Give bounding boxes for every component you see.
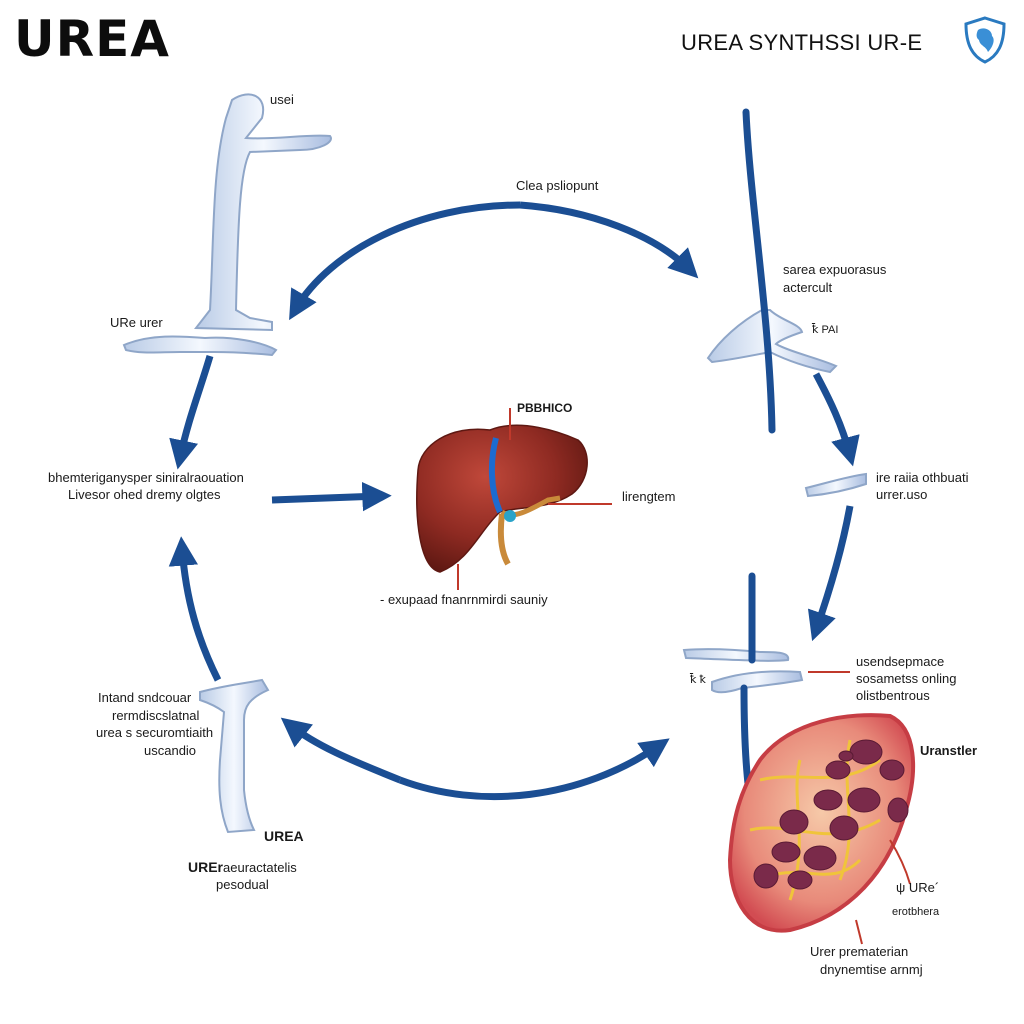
label-left-mid-1: bhemteriganysper siniralraouation bbox=[48, 470, 244, 485]
arrow-bottom-right bbox=[398, 738, 670, 801]
label-right-small-top: ꝁ̄ PAI bbox=[812, 324, 839, 336]
label-right-top-1: sarea expuorasus bbox=[783, 262, 887, 277]
label-left-mid-2: Livesor ohed dremy olgtes bbox=[68, 487, 221, 502]
pointer-lines bbox=[457, 408, 911, 945]
arrow-right-down bbox=[812, 372, 860, 467]
kidney-lobes bbox=[753, 739, 909, 890]
tube-right-lower bbox=[682, 648, 804, 694]
tube-right-mid bbox=[804, 472, 867, 498]
arrow-right-lower-down bbox=[807, 505, 854, 642]
arrow-left-up bbox=[168, 536, 222, 682]
label-right-small-lower: ꝁ̄ ꝁ bbox=[690, 674, 706, 686]
label-right-mid-2: urrer.uso bbox=[876, 487, 928, 502]
label-kidney-side-1: ψ URe´ bbox=[896, 880, 940, 895]
label-left-lower-1: Intand sndcouar bbox=[98, 690, 192, 705]
arrow-to-liver bbox=[271, 481, 392, 512]
blue-lines bbox=[740, 108, 776, 816]
label-bottom-left-2: pesodual bbox=[216, 877, 269, 892]
label-right-lower-3: olistbentrous bbox=[856, 688, 930, 703]
label-kidney: Uranstler bbox=[920, 743, 978, 758]
page-title: UREA bbox=[14, 10, 170, 68]
label-right-lower-2: sosametss onling bbox=[856, 671, 957, 686]
header-subtitle: UREA SYNTHSSI UR-E bbox=[681, 30, 923, 55]
label-top-left-tube: usei bbox=[270, 92, 294, 107]
label-right-top-2: actercult bbox=[783, 280, 833, 295]
label-left-tube: URe urer bbox=[110, 315, 163, 330]
label-left-lower-4: uscandio bbox=[144, 743, 197, 758]
label-liver-right: lirengtem bbox=[622, 489, 676, 504]
kidney-tissue-illustration bbox=[727, 713, 916, 933]
tube-top-left bbox=[122, 93, 332, 357]
arrow-left-down bbox=[169, 355, 214, 470]
liver-illustration bbox=[416, 424, 588, 573]
label-bottom-left-rest: aeuractatelis bbox=[223, 860, 297, 875]
label-bottom-tube: UREA bbox=[264, 828, 304, 844]
label-kidney-side-2: erotbhera bbox=[892, 906, 940, 918]
tube-bottom-left bbox=[199, 678, 270, 834]
label-right-mid-1: ire raiia othbuati bbox=[876, 470, 969, 485]
label-liver-top: PBBHICO bbox=[517, 401, 573, 415]
label-left-lower-3: urea s securomtiaith bbox=[96, 725, 214, 740]
flow-arrows bbox=[168, 201, 860, 801]
arrow-top-left bbox=[289, 201, 521, 321]
label-kidney-bottom-2: dnynemtise arnmj bbox=[820, 962, 923, 977]
label-right-lower-1: usendsepmace bbox=[856, 654, 945, 669]
label-left-lower-2: rermdiscslatnal bbox=[112, 708, 200, 723]
label-liver-bottom: - exupaad fnanrnmirdi sauniy bbox=[380, 592, 548, 607]
label-bottom-left-bold: UREr bbox=[188, 859, 224, 875]
arrow-top-right bbox=[519, 201, 699, 279]
label-kidney-bottom-1: Urer prematerian bbox=[810, 944, 909, 959]
shield-map-logo-icon bbox=[964, 16, 1006, 64]
arrow-bottom-left bbox=[280, 717, 402, 784]
label-top-center: Clea psliopunt bbox=[516, 178, 599, 193]
label-bottom-left-1: UREraeuractatelis bbox=[188, 859, 297, 876]
